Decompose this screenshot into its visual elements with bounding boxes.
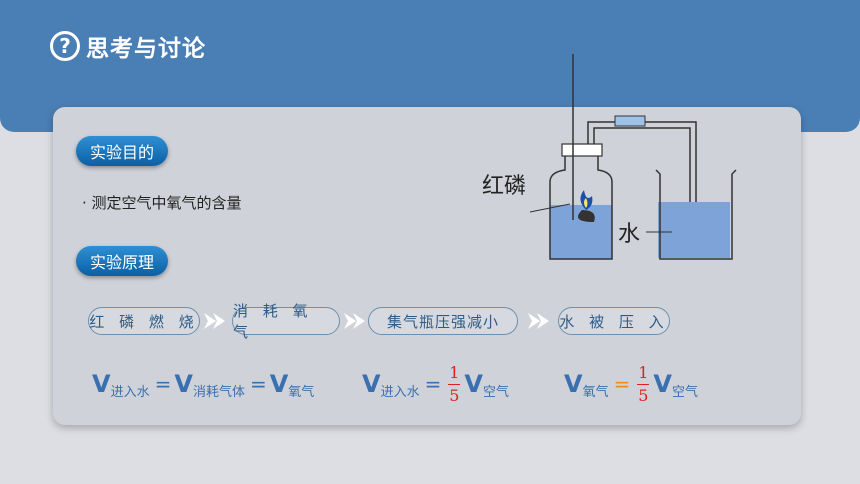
principle-label: 实验原理: [76, 246, 169, 276]
step-water-in: 水 被 压 入: [558, 307, 670, 335]
content-card: [53, 107, 801, 425]
beaker: [655, 169, 737, 260]
formula-1: V 进入水 = V 消耗气体 = V 氧气: [92, 370, 315, 400]
phosphorus-pointer: [529, 203, 571, 213]
flame-core: [584, 198, 588, 208]
label-water: 水: [618, 222, 641, 247]
step-consume: 消 耗 氧 气: [232, 302, 340, 341]
goal-text: · 测定空气中氧气的含量: [82, 194, 242, 212]
chevron-right-icon: [204, 313, 225, 329]
step-burn: 红 磷 燃 烧: [88, 307, 200, 335]
apparatus-diagram: [529, 54, 737, 260]
chevron-right-icon: [344, 313, 365, 329]
question-icon: ?: [50, 31, 80, 61]
page-title: 思考与讨论: [86, 36, 206, 62]
bottle-stopper: [561, 143, 603, 157]
clamp-icon: [614, 115, 646, 127]
chevron-right-icon: [528, 313, 549, 329]
combustion-spoon: [578, 210, 595, 222]
title-row: ? 思考与讨论: [50, 28, 206, 64]
label-phosphorus: 红磷: [482, 174, 527, 199]
beaker-water: [658, 202, 730, 258]
step-pressure: 集气瓶压强减小: [368, 307, 518, 335]
goal-label: 实验目的: [76, 136, 169, 166]
